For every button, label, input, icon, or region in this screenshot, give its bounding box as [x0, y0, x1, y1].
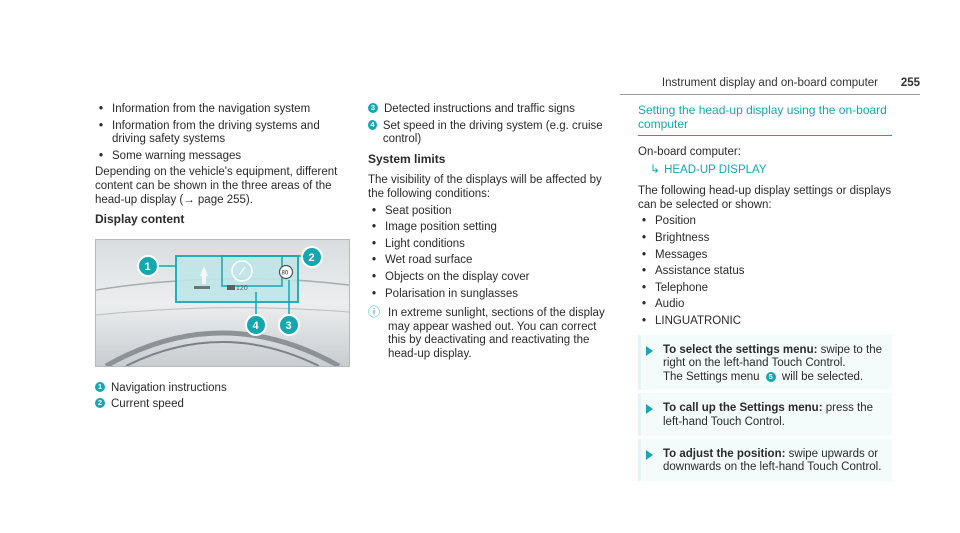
header-title: Instrument display and on-board computer: [661, 77, 878, 89]
svg-text:2: 2: [309, 252, 315, 264]
paragraph: The following head-up display settings o…: [638, 185, 892, 211]
list-item: Position: [638, 215, 892, 229]
step-text: press the left-hand Touch Control.: [663, 402, 874, 428]
header-divider: [620, 94, 920, 95]
caption-number: 3: [368, 103, 378, 113]
step-1: To select the settings menu: swipe to th…: [638, 334, 892, 391]
list-item: Light conditions: [368, 238, 613, 252]
list-item: Wet road surface: [368, 254, 613, 268]
step-text: will be selected.: [778, 370, 864, 383]
column-2: 3 Detected instructions and traffic sign…: [368, 103, 613, 362]
list-item: Audio: [638, 298, 892, 312]
step-text: swipe to the right on the left-hand Touc…: [663, 343, 883, 370]
settings-list: Position Brightness Messages Assistance …: [638, 215, 892, 328]
list-item: Objects on the display cover: [368, 271, 613, 285]
speed-gauge-icon: [231, 260, 253, 282]
list-item: Polarisation in sunglasses: [368, 288, 613, 302]
caption-text: Detected instructions and traffic signs: [384, 103, 575, 115]
step-3: To adjust the position: swipe upwards or…: [638, 438, 892, 481]
list-item: Information from the driving systems and…: [95, 120, 350, 147]
step-2: To call up the Settings menu: press the …: [638, 393, 892, 436]
caption-number: 1: [95, 381, 105, 392]
caption-4: 4 Set speed in the driving system (e.g. …: [368, 119, 613, 147]
page-number: 255: [900, 77, 920, 89]
caption-text: Navigation instructions: [111, 381, 227, 394]
caption-2: 2 Current speed: [95, 398, 350, 412]
list-item: Brightness: [638, 232, 892, 246]
list-item: Seat position: [368, 205, 613, 219]
step-title: To select the settings menu:: [663, 343, 818, 356]
column-3: Setting the head-up display using the on…: [638, 103, 892, 484]
list-item: LINGUATRONIC: [638, 315, 892, 329]
callout-3: 3: [278, 313, 300, 336]
menu-path-arrow-icon: ↳: [650, 161, 661, 176]
caption-3: 3 Detected instructions and traffic sign…: [368, 103, 613, 117]
step-text: swipe upwards or downwards on the left-h…: [663, 447, 882, 474]
info-list: Information from the navigation system I…: [95, 103, 350, 163]
caption-text: Current speed: [111, 398, 184, 411]
speed-limit-text: 80: [282, 270, 289, 276]
caption-text: Set speed in the driving system (e.g. cr…: [382, 119, 603, 146]
list-item: Image position setting: [368, 221, 613, 235]
list-item: Messages: [638, 249, 892, 263]
column-1: Information from the navigation system I…: [95, 103, 350, 415]
step-arrow-icon: [646, 404, 653, 415]
callout-2: 2: [301, 245, 323, 268]
section-heading: System limits: [368, 151, 446, 166]
paragraph: Depending on the vehicle's equipment, di…: [95, 166, 338, 206]
info-icon: ⓘ: [368, 305, 381, 320]
step-title: To adjust the position:: [663, 447, 786, 460]
svg-text:4: 4: [253, 320, 260, 332]
speed-limit-sign-icon: [278, 264, 294, 279]
page-header: Instrument display and on-board computer…: [620, 77, 920, 97]
nav-arrow-icon: [200, 265, 208, 284]
step-title: To call up the Settings menu:: [663, 402, 823, 415]
step-arrow-icon: [646, 345, 653, 356]
set-speed-text: 120: [236, 285, 248, 292]
list-item: Some warning messages: [95, 150, 350, 164]
callout-4: 4: [245, 313, 267, 336]
caption-number: 4: [368, 119, 377, 130]
caption-1: 1 Navigation instructions: [95, 381, 350, 396]
menu-path-text: HEAD-UP DISPLAY: [664, 163, 767, 176]
hud-figure: 120 80 1 2 4 3: [95, 238, 350, 368]
paragraph: The visibility of the displays will be a…: [368, 174, 602, 200]
svg-text:1: 1: [145, 261, 151, 273]
list-item: Information from the navigation system: [95, 103, 350, 117]
obc-label: On-board computer:: [638, 146, 741, 158]
step-arrow-icon: [646, 449, 653, 460]
menu-path: ↳HEAD-UP DISPLAY: [650, 161, 892, 178]
step-text: The Settings menu: [663, 370, 763, 383]
section-divider: [638, 135, 892, 136]
caption-number: 5: [765, 371, 776, 382]
hud-illustration: 120 80 1 2 4 3: [95, 239, 350, 368]
callout-1: 1: [137, 254, 159, 277]
svg-text:3: 3: [286, 320, 292, 332]
list-item: Assistance status: [638, 265, 892, 279]
conditions-list: Seat position Image position setting Lig…: [368, 205, 613, 302]
caption-number: 2: [95, 398, 105, 409]
note-text: In extreme sunlight, sections of the dis…: [388, 307, 605, 360]
section-title: Setting the head-up display using the on…: [638, 103, 887, 131]
section-heading: Display content: [95, 212, 185, 227]
info-note: ⓘ In extreme sunlight, sections of the d…: [368, 305, 613, 361]
list-item: Telephone: [638, 282, 892, 296]
